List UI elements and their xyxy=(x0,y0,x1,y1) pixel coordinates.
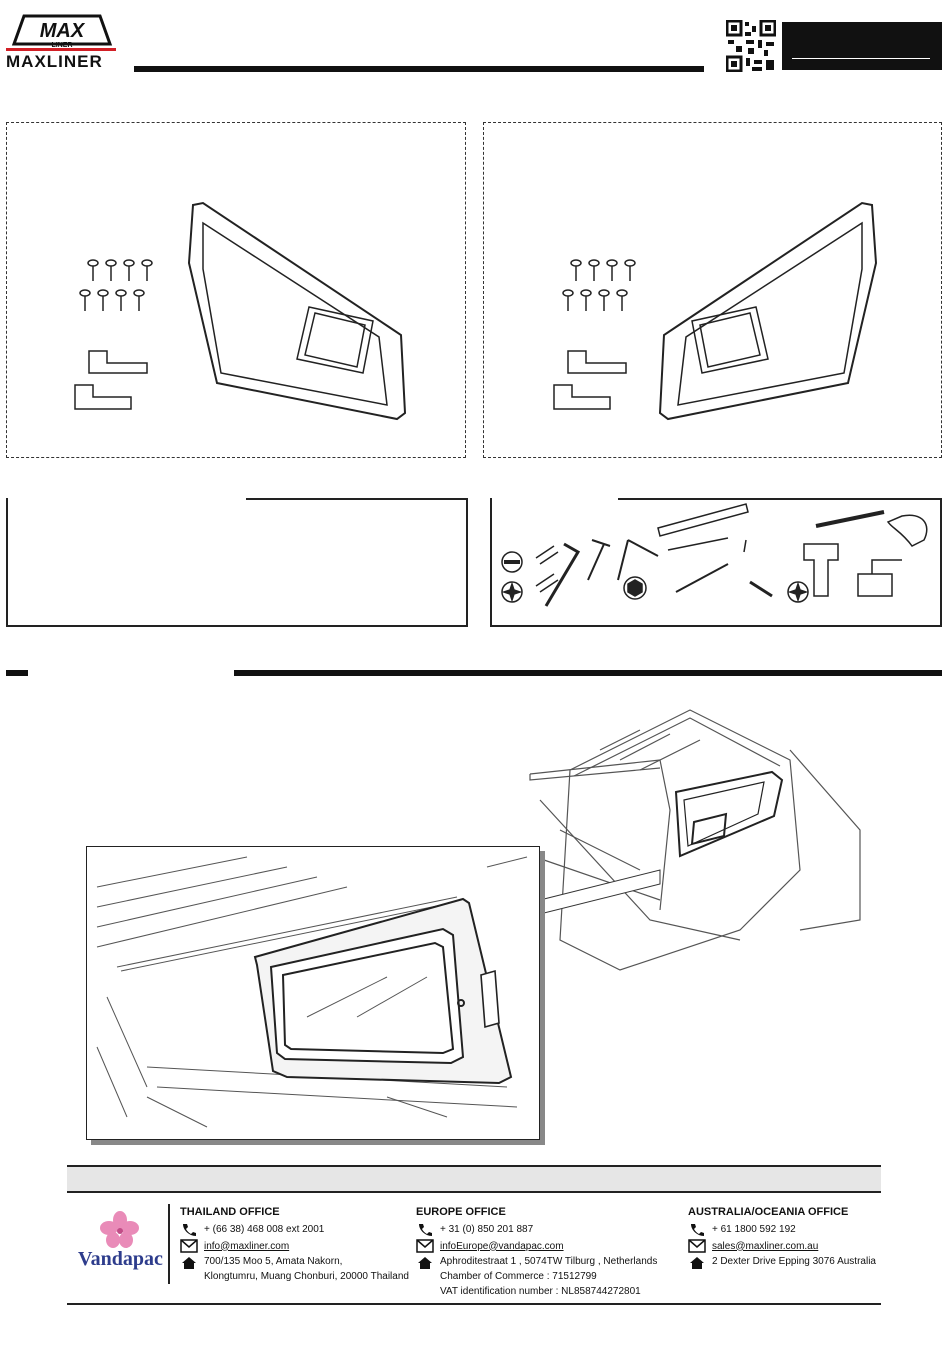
office-title: THAILAND OFFICE xyxy=(180,1206,280,1218)
header-rule xyxy=(134,66,704,72)
parts-panel-right xyxy=(483,122,942,458)
hex-key-icon xyxy=(544,542,581,607)
envelope-icon xyxy=(688,1239,706,1253)
callout-connector xyxy=(539,869,661,915)
requirements-box xyxy=(6,498,468,627)
maxliner-logo: MAX LINER xyxy=(6,10,118,74)
requirements-tab-gap xyxy=(8,492,246,502)
hex-socket-icon xyxy=(623,576,647,600)
office-phone[interactable]: + 61 1800 592 192 xyxy=(712,1223,796,1235)
logo-text: MAX xyxy=(40,20,86,42)
brand-name: MAXLINER xyxy=(6,52,103,71)
flat-bit-icon xyxy=(501,551,523,573)
phone-icon xyxy=(691,1224,704,1236)
drill-bit-icon xyxy=(749,580,773,598)
office-email-link[interactable]: infoEurope@vandapac.com xyxy=(440,1240,564,1252)
ruler-icon xyxy=(657,503,749,537)
australia-office: AUSTRALIA/OCEANIA OFFICE + 61 1800 592 1… xyxy=(688,1206,888,1270)
parts-left-drawing xyxy=(74,201,407,421)
bracket-icon xyxy=(74,384,132,410)
office-address-line: Chamber of Commerce : 71512799 xyxy=(440,1271,597,1282)
section-rule-short xyxy=(6,670,28,676)
envelope-icon xyxy=(416,1239,434,1253)
office-phone[interactable]: + (66 38) 468 008 ext 2001 xyxy=(204,1223,325,1235)
office-email-link[interactable]: info@maxliner.com xyxy=(204,1240,290,1252)
partner-name: Vandapac xyxy=(78,1248,163,1270)
tools-tab-gap xyxy=(492,492,618,502)
thailand-office: THAILAND OFFICE + (66 38) 468 008 ext 20… xyxy=(180,1206,410,1282)
parts-panel-left xyxy=(6,122,466,458)
tools-box xyxy=(490,498,942,627)
cutter-icon xyxy=(667,537,729,551)
header-black-block xyxy=(782,22,942,70)
office-email-link[interactable]: sales@maxliner.com.au xyxy=(712,1240,819,1252)
section-rule-long xyxy=(234,670,942,676)
wrench-icon xyxy=(675,563,729,593)
bracket-icon xyxy=(567,350,627,374)
logo-red-bar xyxy=(6,48,116,51)
cordless-drill-icon xyxy=(803,543,839,597)
envelope-icon xyxy=(180,1239,198,1253)
tape-roll-icon xyxy=(886,514,928,547)
office-address-line: VAT identification number : NL8587442728… xyxy=(440,1286,641,1297)
screw-icon xyxy=(79,259,153,311)
bracket-icon xyxy=(88,350,148,374)
logo-sub: LINER xyxy=(52,42,73,49)
footer-separator xyxy=(168,1204,170,1284)
screw-icon xyxy=(562,259,636,311)
home-icon xyxy=(182,1257,196,1269)
marker-icon xyxy=(743,539,747,553)
office-address-line: 700/135 Moo 5, Amata Nakorn, xyxy=(204,1256,343,1267)
bracket-icon xyxy=(553,384,611,410)
office-address-line: Aphroditestraat 1 , 5074TW Tilburg , Net… xyxy=(440,1256,658,1267)
office-address-line: 2 Dexter Drive Epping 3076 Australia xyxy=(712,1256,876,1267)
footer-band xyxy=(67,1165,881,1193)
office-phone[interactable]: + 31 (0) 850 201 887 xyxy=(440,1223,534,1235)
truck-canopy-illustration xyxy=(500,690,880,1020)
bit-icon xyxy=(535,545,559,565)
europe-office: EUROPE OFFICE + 31 (0) 850 201 887 infoE… xyxy=(416,1206,666,1297)
parts-right-drawing xyxy=(553,201,878,421)
vandapac-flower-logo xyxy=(100,1210,140,1250)
office-title: AUSTRALIA/OCEANIA OFFICE xyxy=(688,1206,849,1218)
header-block-line xyxy=(792,58,930,59)
bit-icon xyxy=(535,573,559,593)
detail-inset xyxy=(86,846,540,1140)
qr-code-icon[interactable] xyxy=(725,19,777,73)
vise-icon xyxy=(857,559,902,597)
home-icon xyxy=(690,1257,704,1269)
allen-key-icon xyxy=(617,539,659,581)
office-address-line: Klongtumru, Muang Chonburi, 20000 Thaila… xyxy=(204,1271,409,1282)
phone-icon xyxy=(419,1224,432,1236)
phone-icon xyxy=(183,1224,196,1236)
footer-bottom-rule xyxy=(67,1303,881,1305)
file-icon xyxy=(815,510,885,528)
screwdriver-icon xyxy=(587,539,611,581)
office-title: EUROPE OFFICE xyxy=(416,1206,506,1218)
tools-drawing xyxy=(501,503,928,607)
home-icon xyxy=(418,1257,432,1269)
